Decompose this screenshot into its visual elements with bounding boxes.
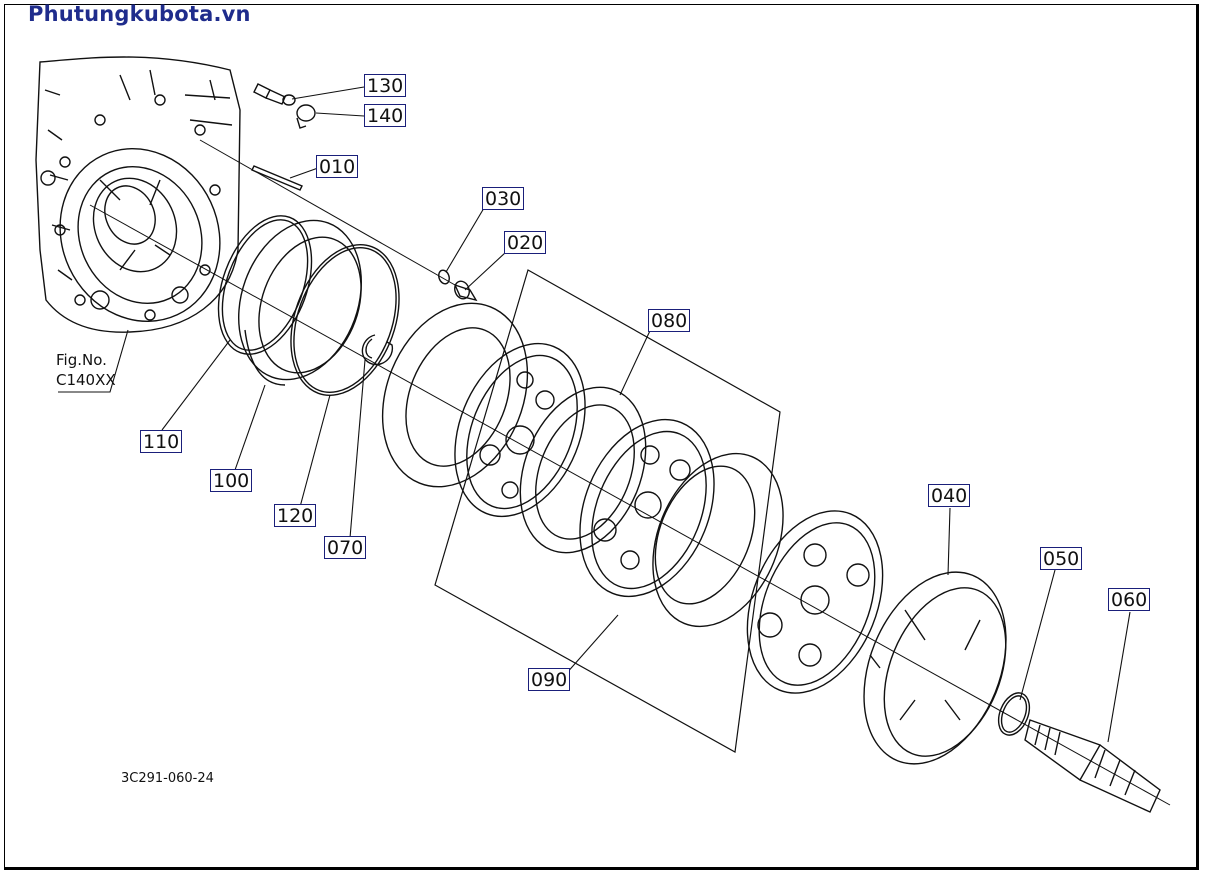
callout-040[interactable]: 040	[928, 484, 971, 507]
rod	[251, 165, 303, 191]
leader-lines	[58, 86, 1131, 743]
pin-axis-line	[199, 139, 456, 286]
pressure-plate	[863, 571, 1007, 765]
bleed-screw	[253, 83, 296, 106]
housing-casting	[35, 56, 241, 333]
callout-020[interactable]: 020	[504, 231, 547, 254]
callout-060[interactable]: 060	[1108, 588, 1151, 611]
bush	[453, 280, 478, 302]
callout-030[interactable]: 030	[482, 187, 525, 210]
drawing-number: 3C291-060-24	[121, 771, 214, 786]
o-ring-small	[997, 692, 1031, 736]
cap	[296, 104, 316, 129]
steel-plate-3	[652, 452, 784, 628]
callout-010[interactable]: 010	[316, 155, 359, 178]
steel-plate-1	[381, 302, 529, 488]
callout-110[interactable]: 110	[140, 430, 183, 453]
o-ring-large	[217, 215, 313, 355]
splined-shaft	[1024, 719, 1161, 813]
friction-disc-3	[746, 510, 884, 694]
callout-100[interactable]: 100	[210, 469, 253, 492]
washer	[438, 269, 450, 285]
site-watermark: Phutungkubota.vn	[28, 2, 251, 26]
piston	[238, 219, 362, 386]
figure-reference-number: C140XX	[56, 371, 116, 389]
friction-disc-1	[454, 342, 586, 518]
callout-130[interactable]: 130	[364, 74, 407, 97]
figure-reference[interactable]: Fig.No. C140XX	[56, 350, 116, 390]
callout-140[interactable]: 140	[364, 104, 407, 127]
friction-disc-2	[579, 418, 715, 598]
callout-120[interactable]: 120	[274, 504, 317, 527]
callout-080[interactable]: 080	[648, 309, 691, 332]
seal-ring	[290, 244, 400, 396]
callout-050[interactable]: 050	[1040, 547, 1083, 570]
callout-090[interactable]: 090	[528, 668, 571, 691]
drawing-frame	[4, 4, 1199, 870]
plate-group-box	[434, 269, 781, 753]
snap-ring	[361, 334, 394, 366]
callout-070[interactable]: 070	[324, 536, 367, 559]
steel-plate-2	[519, 386, 647, 554]
figure-reference-label: Fig.No.	[56, 351, 107, 369]
